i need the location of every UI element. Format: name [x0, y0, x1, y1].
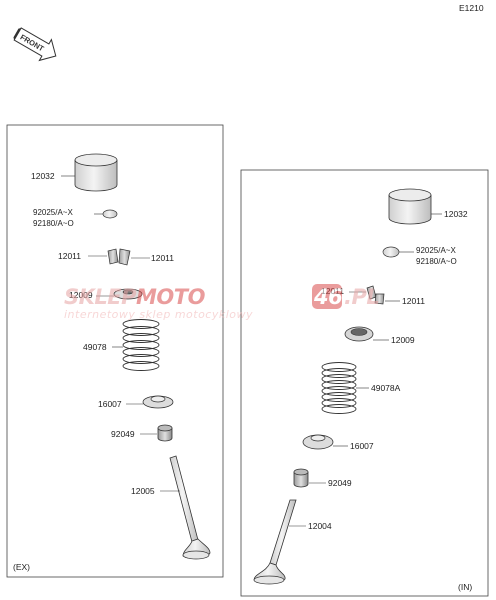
in-keepers-part [366, 285, 385, 305]
ex-seal-label: 92049 [111, 429, 135, 439]
ex-seat-part [142, 395, 174, 409]
in-seal-label: 92049 [328, 478, 352, 488]
ex-tappet-part [74, 153, 118, 192]
front-arrow-icon: FRONT [13, 27, 57, 62]
panel-in-tag: (IN) [458, 582, 472, 592]
in-retainer-part [344, 326, 374, 342]
in-retainer-label: 12009 [391, 335, 415, 345]
ex-spring-label: 49078 [83, 342, 107, 352]
ex-shim-part [102, 209, 118, 219]
diagram-code: E1210 [459, 3, 484, 13]
ex-retainer-label: 12009 [69, 290, 93, 300]
ex-tappet-label: 12032 [31, 171, 55, 181]
ex-valve-label: 12005 [131, 486, 155, 496]
in-shim-label-a: 92025/A~X [416, 246, 456, 255]
watermark-word-b: MOTO [136, 285, 206, 309]
ex-valve-part [169, 455, 211, 560]
watermark-tagline: internetowy sklep motocyklowy [64, 308, 253, 321]
in-keeper-label-right: 12011 [402, 296, 425, 306]
watermark-suffix: .PL [344, 285, 379, 309]
in-valve-label: 12004 [308, 521, 332, 531]
in-tappet-label: 12032 [444, 209, 468, 219]
ex-keepers-part [107, 248, 131, 266]
in-valve-part [253, 499, 297, 585]
ex-seal-part [157, 424, 173, 442]
svg-text:SKLEPMOTO: SKLEPMOTO [64, 285, 206, 309]
ex-shim-label-a: 92025/A~X [33, 208, 73, 217]
watermark-word-a: SKLEP [64, 285, 137, 309]
in-spring-label: 49078A [371, 383, 401, 393]
in-seal-part [293, 468, 309, 488]
panel-ex-tag: (EX) [13, 562, 30, 572]
panel-in-frame [240, 169, 489, 597]
panel-ex-frame [6, 124, 224, 578]
watermark-number: 46 [313, 285, 342, 309]
in-shim-label-b: 92180/A~O [416, 257, 457, 266]
ex-seat-label: 16007 [98, 399, 122, 409]
in-spring-part [321, 362, 357, 414]
in-tappet-part [388, 188, 432, 225]
ex-keeper-label-right: 12011 [151, 253, 174, 263]
in-seat-label: 16007 [350, 441, 374, 451]
in-seat-part [302, 434, 334, 450]
ex-keeper-label-left: 12011 [58, 251, 81, 261]
ex-shim-label-b: 92180/A~O [33, 219, 74, 228]
ex-spring-part [122, 319, 160, 371]
watermark-logo: SKLEPMOTO 46 .PL internetowy sklep motoc… [64, 284, 380, 321]
in-shim-part [382, 246, 400, 258]
ex-retainer-part [113, 288, 143, 300]
